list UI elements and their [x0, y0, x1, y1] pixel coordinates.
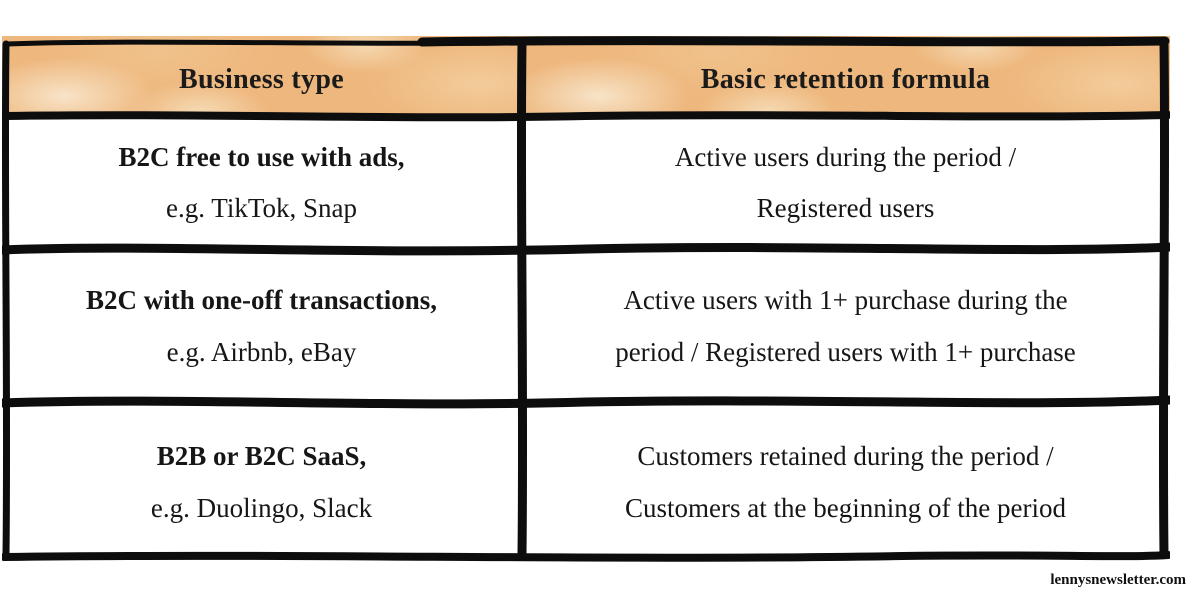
table-row-2-business-type-cell: B2C with one-off transactions, e.g. Airb… — [2, 250, 521, 403]
column-header-label: Basic retention formula — [700, 64, 991, 96]
formula-line-1: Active users with 1+ purchase during the — [623, 285, 1068, 316]
formula-line-2: Registered users — [756, 193, 935, 223]
table-row-3-business-type-cell: B2B or B2C SaaS, e.g. Duolingo, Slack — [2, 403, 521, 562]
business-type-text: B2C free to use with ads, — [118, 141, 405, 172]
formula-line-2: Customers at the beginning of the period — [625, 492, 1066, 523]
business-type-text: B2C with one-off transactions, — [86, 285, 437, 316]
table-row-1-formula-cell: Active users during the period / Registe… — [521, 116, 1170, 250]
business-examples-text: e.g. Duolingo, Slack — [150, 492, 373, 523]
formula-line-1: Active users during the period / — [674, 141, 1017, 172]
table-row-1-business-type-cell: B2C free to use with ads, e.g. TikTok, S… — [2, 116, 521, 250]
formula-line-1: Customers retained during the period / — [637, 441, 1054, 472]
business-examples-text: e.g. Airbnb, eBay — [166, 336, 357, 367]
column-header-business-type: Business type — [2, 36, 521, 116]
formula-line-2: period / Registered users with 1+ purcha… — [615, 336, 1076, 367]
site-credit: lennysnewsletter.com — [1050, 572, 1186, 588]
table-row-2-formula-cell: Active users with 1+ purchase during the… — [521, 250, 1170, 403]
table-row-3-formula-cell: Customers retained during the period / C… — [521, 403, 1170, 562]
retention-table: Business type Basic retention formula B2… — [2, 36, 1170, 562]
table-grid: Business type Basic retention formula B2… — [2, 36, 1170, 562]
business-type-text: B2B or B2C SaaS, — [156, 441, 367, 472]
column-header-retention-formula: Basic retention formula — [521, 36, 1170, 116]
business-examples-text: e.g. TikTok, Snap — [166, 193, 357, 223]
column-header-label: Business type — [179, 64, 344, 96]
